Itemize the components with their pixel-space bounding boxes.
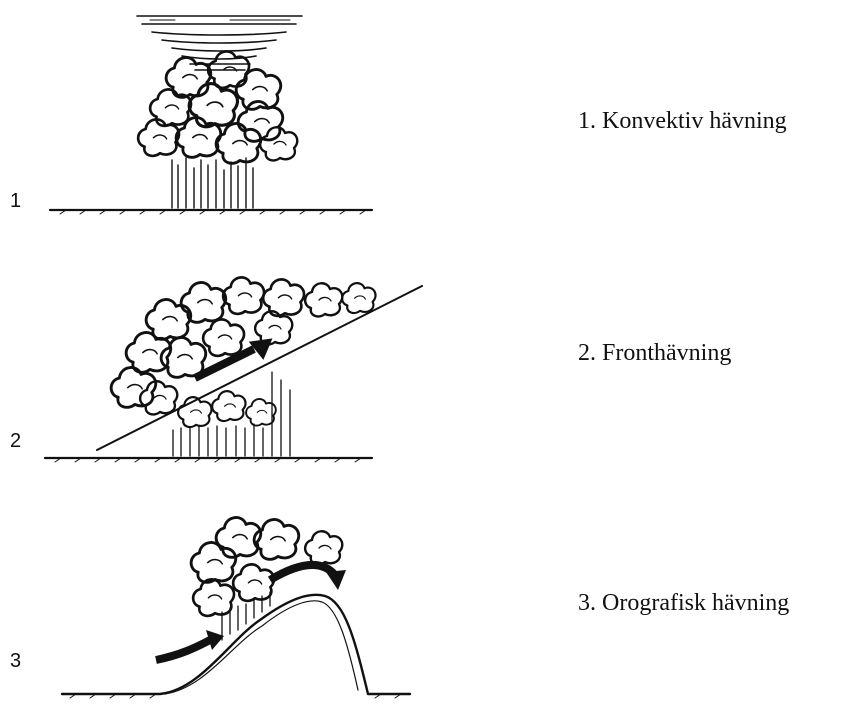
panel-number-1: 1 [10,190,21,213]
lower-cloud [178,391,276,427]
orographic-lift-illustration [62,518,410,698]
panel-number-3: 3 [10,650,21,673]
cumulonimbus-cloud [138,51,297,163]
mountain [62,595,410,694]
convective-lift-illustration [50,16,372,214]
panel-number-2: 2 [10,430,21,453]
caption-convective: 1. Konvektiv hävning [578,108,787,135]
anvil-top [137,16,302,70]
frontal-cloud [111,277,375,414]
caption-orographic: 3. Orografisk hävning [578,590,789,617]
wind-arrow-over-crest [270,565,346,590]
caption-frontal: 2. Fronthävning [578,340,731,367]
ground-line [45,458,372,462]
ground-line [50,210,372,214]
wind-arrow-upslope [156,630,224,660]
rain-shaft [172,158,253,208]
frontal-lift-illustration [45,277,422,462]
frontal-rain [173,372,290,456]
